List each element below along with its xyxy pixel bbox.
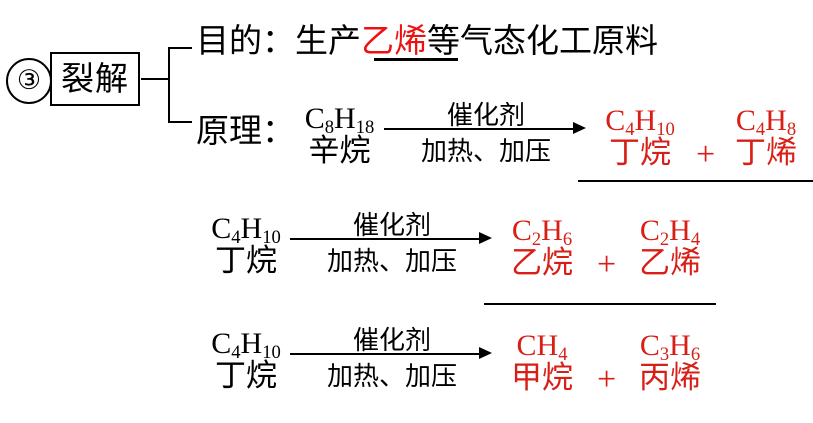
bracket-connector-stub [141, 78, 170, 80]
reaction-2-product-1-name: 丙烯 [639, 359, 701, 396]
reaction-2-reactant-formula: C4H10 [211, 327, 281, 364]
purpose-line: 目的：生产乙烯等气态化工原料 [196, 14, 658, 62]
reaction-0-product-1: C4H8 丁烯 [719, 106, 813, 169]
purpose-prefix: 生产 [295, 21, 361, 60]
reaction-2-reactant: C4H10 丁烷 [196, 329, 296, 392]
reaction-0-reactant-formula: C8H18 [304, 102, 375, 139]
bracket-arm-bottom [168, 121, 192, 123]
reaction-0-reactant: C8H18 辛烷 [292, 104, 387, 167]
reaction-2-arrow-shaft [290, 353, 480, 355]
bracket-arm-top [168, 47, 192, 49]
purpose-highlight-ethylene: 乙烯 [361, 21, 427, 60]
reaction-1-underline [484, 303, 716, 305]
reaction-0-product-0-formula: C4H10 [605, 104, 675, 141]
reaction-2-product-0: CH4 甲烷 [492, 331, 592, 394]
reaction-1-reactant: C4H10 丁烷 [196, 214, 296, 277]
principle-label: 原理： [196, 111, 295, 150]
reaction-2-arrow-head [479, 347, 492, 359]
reaction-1-condition-above: 催化剂 [352, 211, 431, 241]
reaction-0-underline [578, 180, 813, 182]
reaction-1-arrow-shaft [290, 238, 480, 240]
reaction-1-product-0-formula: C2H6 [511, 214, 573, 251]
reaction-2-reactant-name: 丁烷 [215, 357, 277, 394]
reaction-0-plus: + [696, 136, 716, 173]
reaction-2-product-0-formula: CH4 [516, 329, 568, 366]
reaction-1-condition-below: 加热、加压 [326, 247, 457, 277]
reaction-0-product-1-formula: C4H8 [735, 104, 797, 141]
reaction-1-product-1-name: 乙烯 [639, 244, 701, 281]
reaction-0-product-0-name: 丁烷 [609, 134, 671, 171]
reaction-1-arrow-head [479, 232, 492, 244]
reaction-2-plus: + [597, 361, 617, 398]
topic-term-box: 裂解 [50, 52, 140, 106]
reaction-0-arrow-head [573, 122, 586, 134]
purpose-label: 目的： [196, 21, 295, 60]
reaction-0-condition-above: 催化剂 [446, 101, 525, 131]
item-number-badge: ③ [6, 58, 52, 104]
reaction-1-product-1-formula: C2H4 [639, 214, 701, 251]
reaction-0-condition-below: 加热、加压 [420, 137, 551, 167]
purpose-suffix: 等气态化工原料 [427, 21, 658, 60]
reaction-0-reactant-name: 辛烷 [308, 132, 371, 169]
bracket-vertical-spine [168, 47, 170, 123]
reaction-1-reactant-formula: C4H10 [211, 212, 281, 249]
reaction-0-product-0: C4H10 丁烷 [588, 106, 692, 169]
reaction-1-product-0-name: 乙烷 [511, 244, 573, 281]
reaction-1-plus: + [597, 246, 617, 283]
reaction-2-condition-above: 催化剂 [352, 326, 431, 356]
reaction-2-product-1: C3H6 丙烯 [620, 331, 720, 394]
reaction-1-reactant-name: 丁烷 [215, 242, 277, 279]
purpose-highlight-underline [374, 58, 458, 61]
reaction-2-condition-below: 加热、加压 [326, 362, 457, 392]
reaction-2-product-0-name: 甲烷 [511, 359, 573, 396]
reaction-2-product-1-formula: C3H6 [639, 329, 701, 366]
reaction-1-product-1: C2H4 乙烯 [620, 216, 720, 279]
reaction-0-arrow-shaft [384, 128, 574, 130]
reaction-1-product-0: C2H6 乙烷 [492, 216, 592, 279]
reaction-0-product-1-name: 丁烯 [735, 134, 797, 171]
